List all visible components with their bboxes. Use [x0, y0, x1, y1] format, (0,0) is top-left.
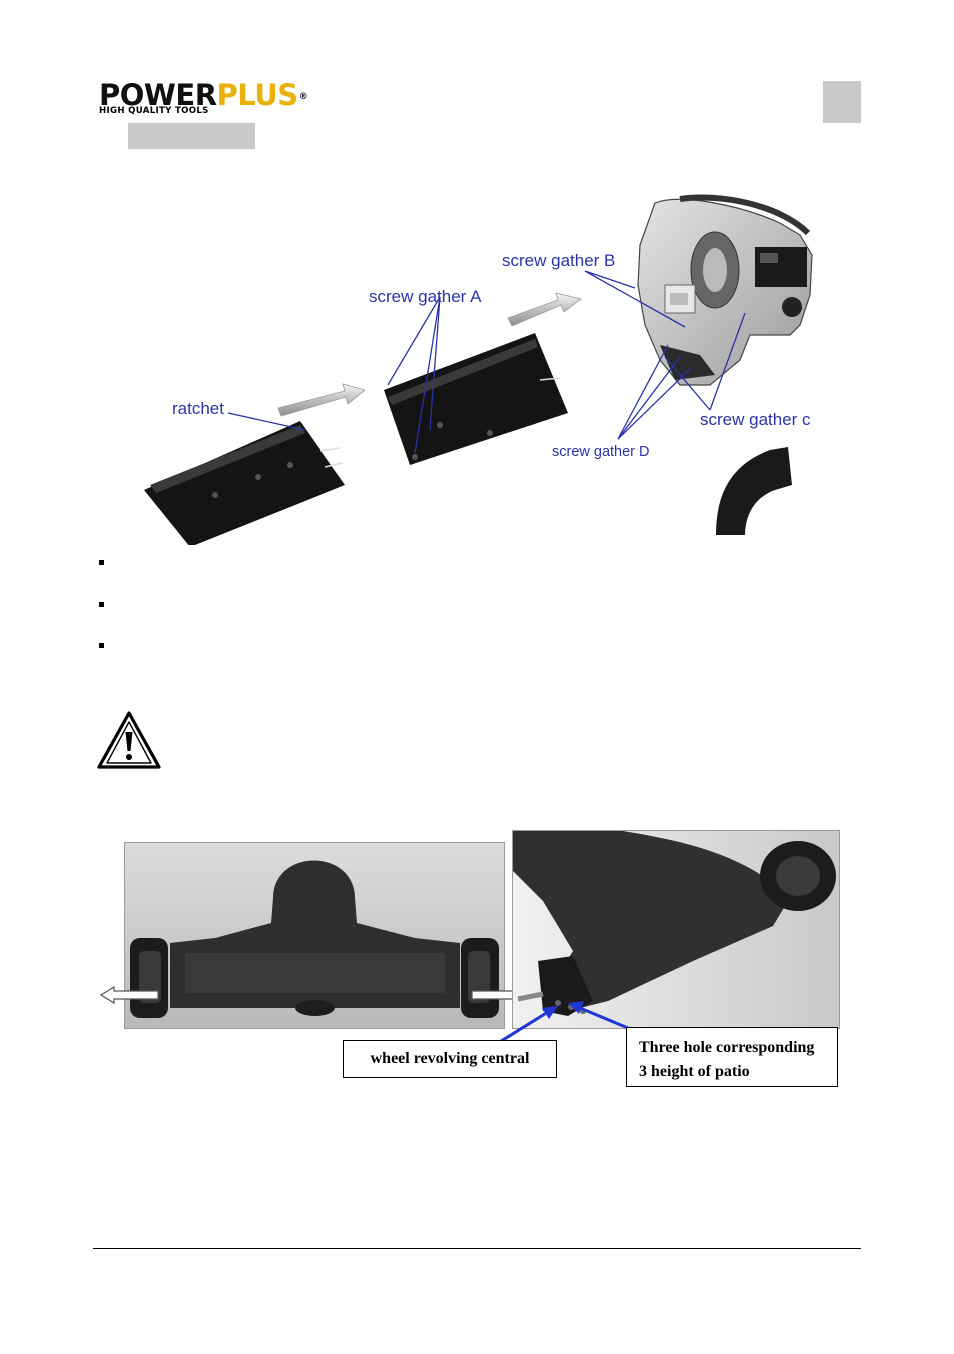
blower-body: [637, 194, 813, 386]
list-bullet: [99, 643, 104, 648]
callout-three-hole-line1: Three hole corresponding: [639, 1039, 815, 1056]
assembly-arrow-1: [277, 383, 366, 417]
wheel-front-drawing: [130, 860, 499, 1018]
middle-blow-tube: [384, 333, 568, 465]
label-screw-gather-c: screw gather c: [700, 410, 811, 429]
callout-three-hole-line2: 3 height of patio: [639, 1063, 750, 1080]
assembly-arrow-2: [507, 292, 582, 327]
left-outward-arrow: [100, 986, 159, 1004]
brand-logo: POWERPLUS®: [99, 78, 308, 112]
wheel-front-photo: [124, 842, 505, 1029]
label-screw-gather-a: screw gather A: [369, 287, 482, 306]
logo-tagline: HIGH QUALITY TOOLS: [99, 106, 209, 116]
callout-wheel-revolving-central: wheel revolving central: [343, 1040, 557, 1078]
tube-assembly-figure: [144, 194, 813, 545]
label-screw-gather-d: screw gather D: [552, 444, 650, 460]
label-ratchet: ratchet: [172, 399, 224, 418]
section-title-bar: [128, 123, 255, 149]
language-tab: [823, 81, 861, 123]
lower-blow-tube: [144, 421, 345, 545]
list-bullet: [99, 560, 104, 565]
list-bullet: [99, 602, 104, 607]
logo-plus-text: PLUS: [216, 78, 299, 112]
wheel-axle-drawing: [513, 831, 836, 1016]
footer-rule: [93, 1248, 861, 1249]
wheel-axle-photo: [512, 830, 840, 1029]
callout-three-hole: Three hole corresponding 3 height of pat…: [626, 1027, 838, 1087]
elbow-piece: [716, 447, 792, 535]
leader-lines: [227, 270, 746, 454]
warning-icon: [97, 711, 161, 769]
registered-mark: ®: [298, 92, 308, 102]
logo-power-text: POWER: [99, 78, 217, 112]
label-screw-gather-b: screw gather B: [502, 251, 616, 270]
callout-arrows: [497, 1001, 629, 1045]
